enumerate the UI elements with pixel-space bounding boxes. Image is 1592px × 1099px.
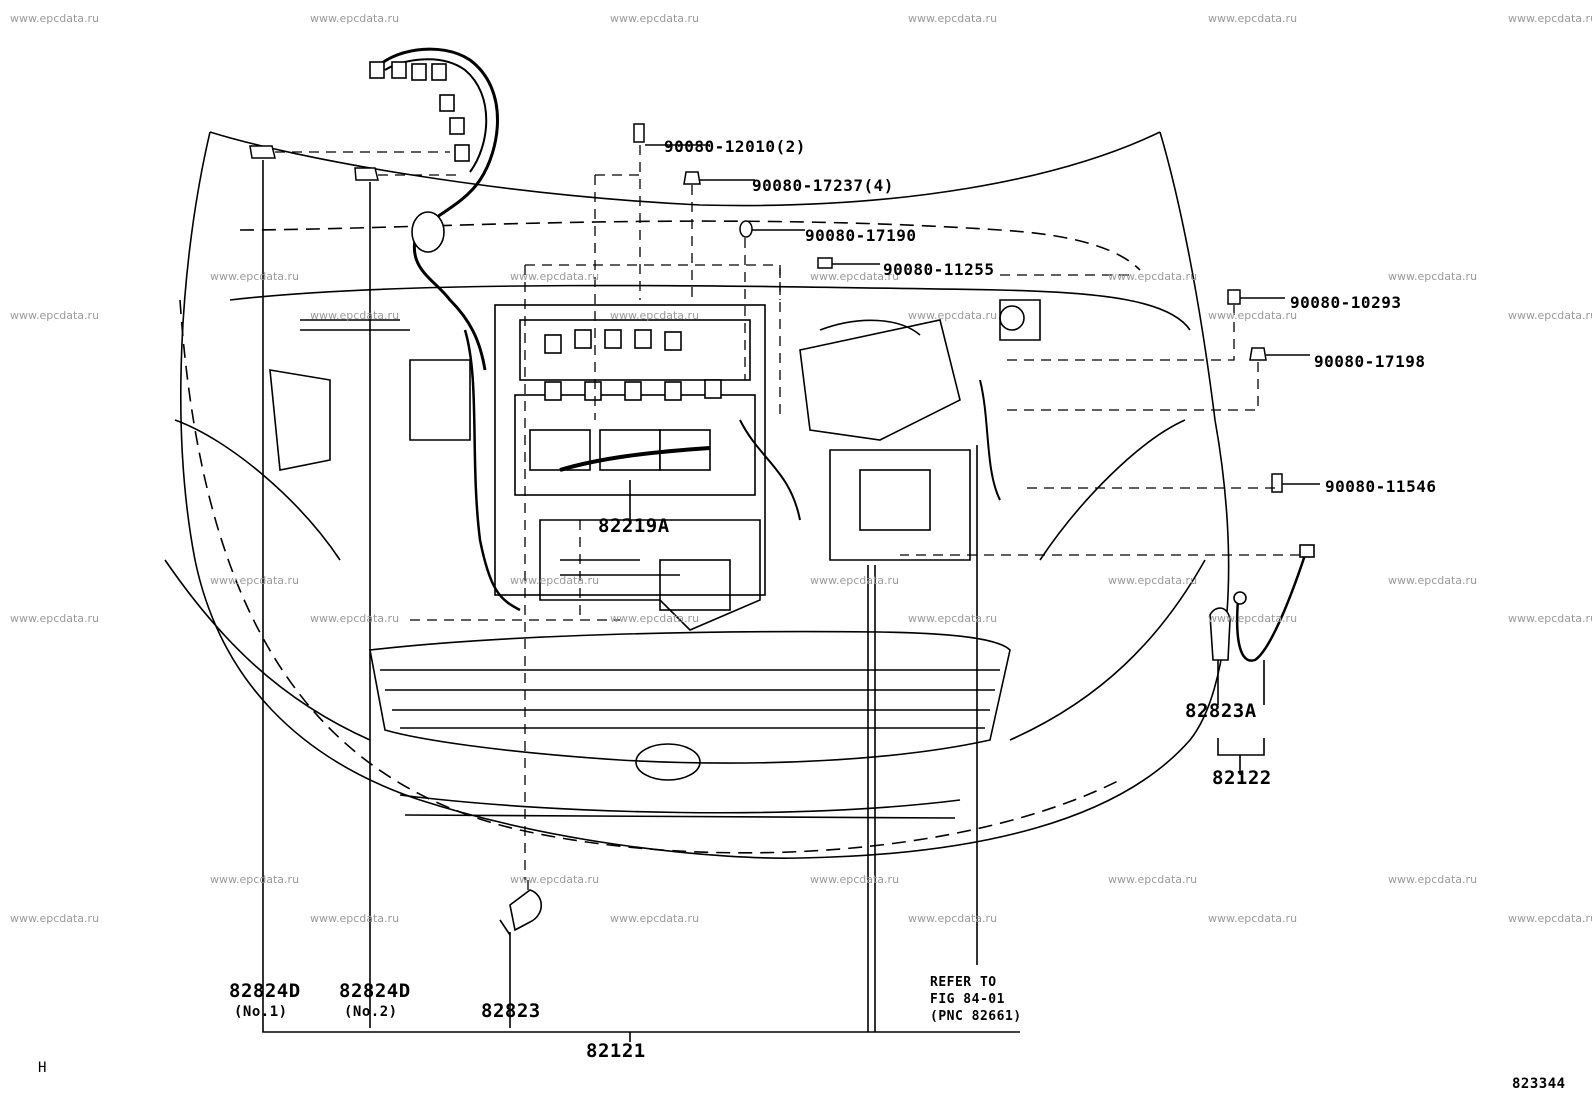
part-label-82824D-no1[interactable]: 82824D [229, 980, 301, 1002]
part-label-82823[interactable]: 82823 [481, 1000, 541, 1022]
refer-note: REFER TO FIG 84-01 (PNC 82661) [930, 974, 1022, 1025]
watermark-text: www.epcdata.ru [10, 309, 100, 322]
watermark-text: www.epcdata.ru [510, 574, 600, 587]
watermark-text: www.epcdata.ru [210, 873, 300, 886]
part-sub-label-no2: (No.2) [344, 1004, 398, 1020]
watermark-text: www.epcdata.ru [610, 309, 700, 322]
watermark-text: www.epcdata.ru [1208, 309, 1298, 322]
watermark-text: www.epcdata.ru [1208, 612, 1298, 625]
watermark-text: www.epcdata.ru [1388, 873, 1478, 886]
part-label-90080-17190[interactable]: 90080-17190 [805, 226, 917, 245]
part-sub-label-no1: (No.1) [234, 1004, 288, 1020]
part-label-90080-17237[interactable]: 90080-17237(4) [752, 176, 894, 195]
watermark-text: www.epcdata.ru [908, 12, 998, 25]
watermark-text: www.epcdata.ru [1108, 873, 1198, 886]
refer-note-line1: REFER TO [930, 975, 997, 990]
watermark-text: www.epcdata.ru [1508, 612, 1592, 625]
watermark-text: www.epcdata.ru [210, 270, 300, 283]
figure-number: 823344 [1512, 1076, 1566, 1092]
refer-note-line2: FIG 84-01 [930, 992, 1005, 1007]
watermark-text: www.epcdata.ru [810, 574, 900, 587]
part-label-82122[interactable]: 82122 [1212, 767, 1272, 789]
watermark-text: www.epcdata.ru [908, 612, 998, 625]
watermark-text: www.epcdata.ru [1208, 12, 1298, 25]
watermark-text: www.epcdata.ru [810, 873, 900, 886]
refer-note-line3: (PNC 82661) [930, 1009, 1022, 1024]
watermark-text: www.epcdata.ru [310, 12, 400, 25]
watermark-text: www.epcdata.ru [1108, 574, 1198, 587]
part-label-82823A[interactable]: 82823A [1185, 700, 1257, 722]
watermark-text: www.epcdata.ru [510, 873, 600, 886]
watermark-text: www.epcdata.ru [310, 612, 400, 625]
part-label-82121[interactable]: 82121 [586, 1040, 646, 1062]
watermark-text: www.epcdata.ru [1208, 912, 1298, 925]
part-label-90080-12010[interactable]: 90080-12010(2) [664, 137, 806, 156]
watermark-text: www.epcdata.ru [1508, 309, 1592, 322]
watermark-text: www.epcdata.ru [210, 574, 300, 587]
watermark-text: www.epcdata.ru [810, 270, 900, 283]
watermark-text: www.epcdata.ru [10, 612, 100, 625]
part-label-90080-11255[interactable]: 90080-11255 [883, 260, 995, 279]
part-label-82219A[interactable]: 82219A [598, 515, 670, 537]
part-label-90080-11546[interactable]: 90080-11546 [1325, 477, 1437, 496]
watermark-text: www.epcdata.ru [908, 309, 998, 322]
watermark-text: www.epcdata.ru [610, 12, 700, 25]
watermark-text: www.epcdata.ru [1508, 912, 1592, 925]
watermark-text: www.epcdata.ru [1108, 270, 1198, 283]
watermark-text: www.epcdata.ru [310, 309, 400, 322]
watermark-text: www.epcdata.ru [1388, 574, 1478, 587]
part-label-82824D-no2[interactable]: 82824D [339, 980, 411, 1002]
watermark-text: www.epcdata.ru [610, 912, 700, 925]
part-label-90080-17198[interactable]: 90080-17198 [1314, 352, 1426, 371]
watermark-text: www.epcdata.ru [10, 12, 100, 25]
part-label-90080-10293[interactable]: 90080-10293 [1290, 293, 1402, 312]
watermark-text: www.epcdata.ru [510, 270, 600, 283]
watermark-text: www.epcdata.ru [908, 912, 998, 925]
watermark-text: www.epcdata.ru [1508, 12, 1592, 25]
watermark-text: www.epcdata.ru [610, 612, 700, 625]
watermark-text: www.epcdata.ru [310, 912, 400, 925]
corner-mark: H [38, 1060, 47, 1076]
watermark-text: www.epcdata.ru [10, 912, 100, 925]
watermark-text: www.epcdata.ru [1388, 270, 1478, 283]
